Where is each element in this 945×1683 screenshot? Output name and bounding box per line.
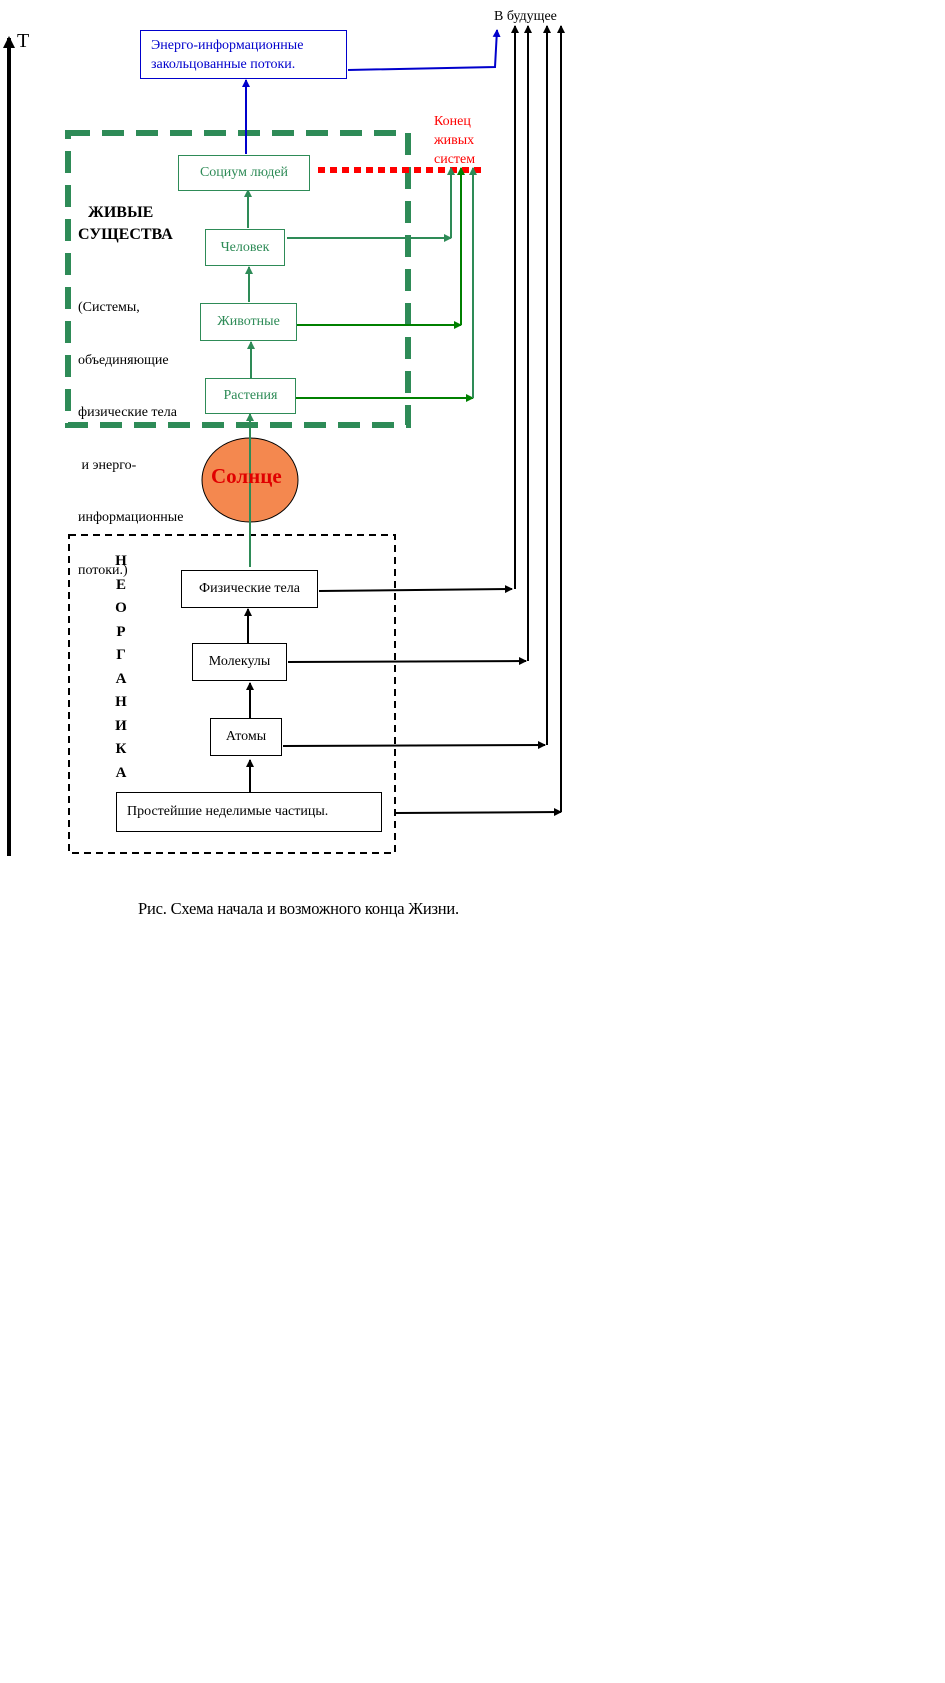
inorganic-title: Н Е О Р Г А Н И К А <box>111 550 131 785</box>
inorganic-letter: И <box>115 717 127 734</box>
inorganic-letter: Н <box>115 694 127 710</box>
flow-particles-right <box>395 808 562 817</box>
end-label-line2: живых <box>434 133 475 148</box>
living-desc-line: информационные <box>78 510 184 525</box>
end-label-line1: Конец <box>434 114 471 129</box>
end-label-line3: систем <box>434 152 476 167</box>
energy-flows-line1: Энерго-информационные <box>151 37 304 53</box>
living-desc-line: объединяющие <box>78 352 169 368</box>
flow-molecules-right <box>287 657 527 666</box>
inorganic-letter: А <box>115 670 127 687</box>
living-beings-title: ЖИВЫЕ СУЩЕСТВА <box>78 202 173 246</box>
energy-flows-line2: закольцованные потоки. <box>151 56 296 72</box>
future-label: В будущее <box>494 9 557 24</box>
living-desc-line: потоки.) <box>78 562 128 578</box>
node-society: Социум людей <box>178 155 310 191</box>
living-desc-line: физические тела <box>78 405 177 420</box>
inorganic-letter: Е <box>115 576 126 593</box>
figure-caption: Рис. Схема начала и возможного конца Жиз… <box>138 899 459 918</box>
node-molecules: Молекулы <box>192 643 287 681</box>
node-physical-bodies: Физические тела <box>181 570 318 608</box>
end-of-living-label: Конец живых систем <box>434 112 475 169</box>
time-axis-label: T <box>17 30 30 52</box>
living-beings-region <box>65 130 411 428</box>
inorganic-letter: Г <box>116 647 126 663</box>
living-desc-line: и энерго- <box>78 457 137 473</box>
inorganic-letter: Н <box>115 553 127 569</box>
living-title-line2: СУЩЕСТВА <box>78 226 173 243</box>
inorganic-letter: А <box>115 764 127 781</box>
living-beings-description: (Системы, объединяющие физические тела и… <box>78 264 183 597</box>
flow-atoms-right <box>282 741 546 750</box>
living-title-line1: ЖИВЫЕ <box>88 204 154 221</box>
inorganic-region <box>68 534 396 854</box>
node-plants: Растения <box>205 378 296 414</box>
inorganic-letter: Р <box>116 623 126 640</box>
node-animals: Животные <box>200 303 297 341</box>
flow-bodies-right <box>318 585 513 594</box>
node-atoms: Атомы <box>210 718 282 756</box>
inorganic-letter: К <box>115 741 127 757</box>
living-desc-line: (Системы, <box>78 300 140 315</box>
inorganic-letter: О <box>115 600 127 616</box>
node-particles: Простейшие неделимые частицы. <box>116 792 382 832</box>
arrow-energy-to-future <box>347 29 501 71</box>
energy-flows-box: Энерго-информационные закольцованные пот… <box>140 30 347 79</box>
node-human: Человек <box>205 229 285 266</box>
sun-label: Солнце <box>211 464 282 488</box>
